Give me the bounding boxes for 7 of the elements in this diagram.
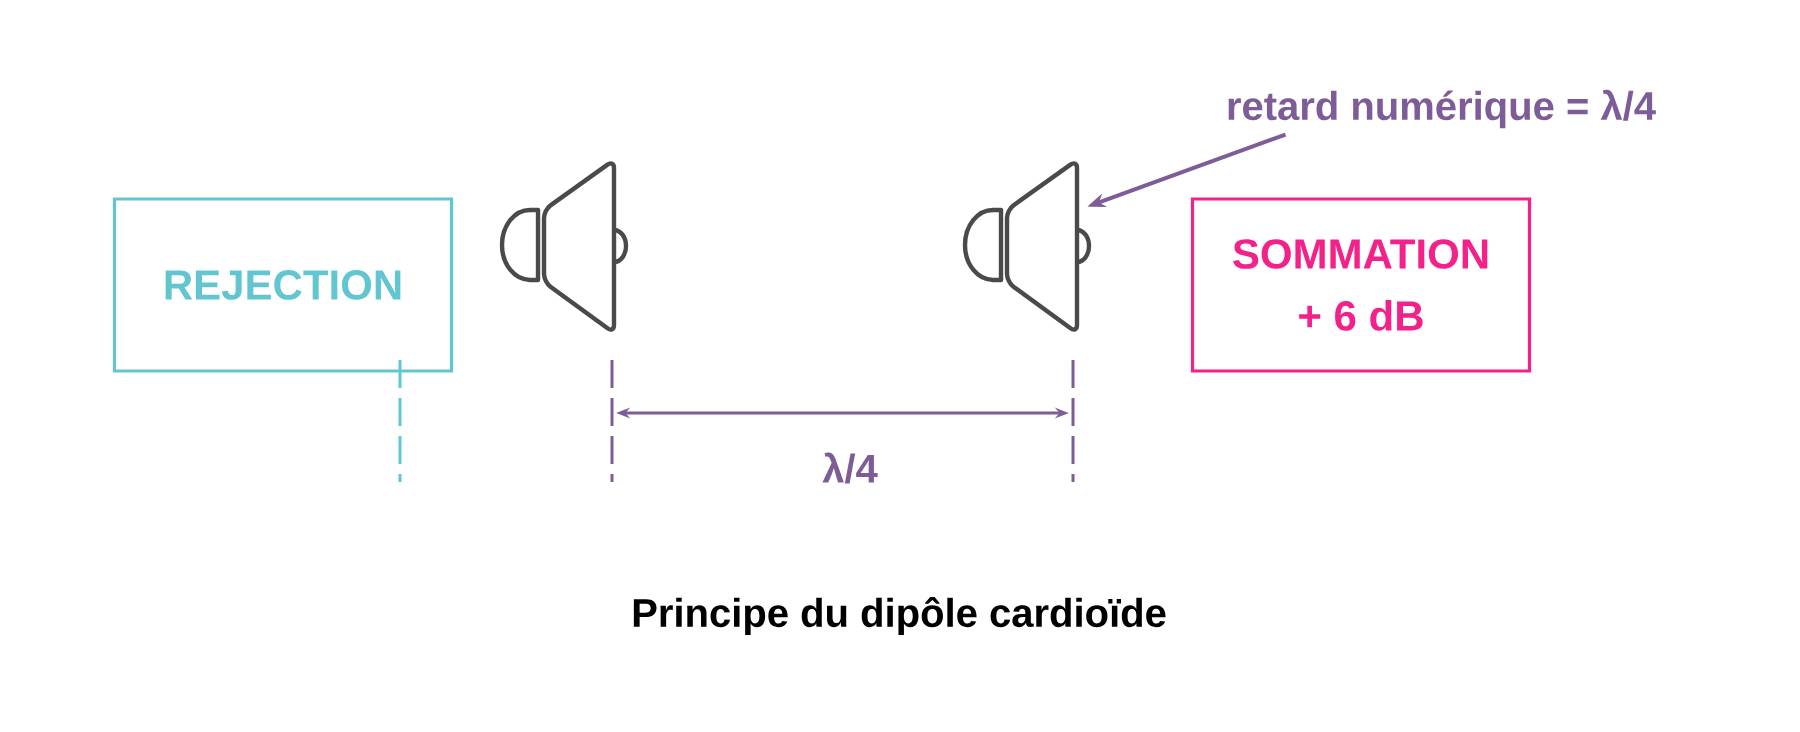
speaker-drawing — [962, 161, 1092, 332]
dimension-label: λ/4 — [822, 452, 878, 484]
speaker-drawing — [499, 161, 629, 332]
annotation-text: retard numérique = λ/4 — [1228, 89, 1656, 129]
label-box: REJECTION — [112, 197, 454, 373]
label-box: SOMMATION + 6 dB — [1190, 197, 1532, 373]
caption: Principe du dipôle cardioïde — [633, 596, 1166, 636]
